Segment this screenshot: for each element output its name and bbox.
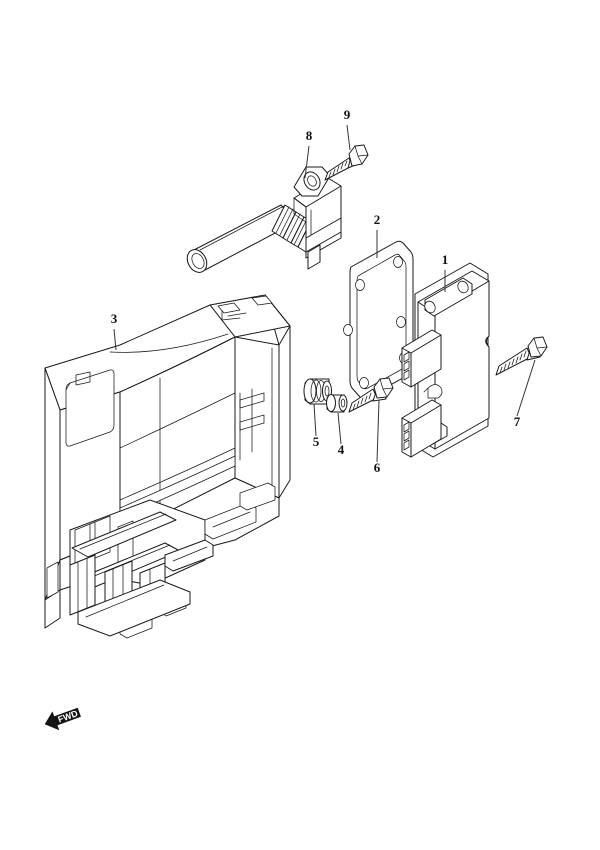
callout-2: 2 <box>374 212 381 258</box>
callout-5: 5 <box>313 403 320 449</box>
callout-9-label: 9 <box>344 107 351 122</box>
part-bolt-hex-flange <box>348 377 394 413</box>
callout-7: 7 <box>514 359 536 429</box>
callout-2-label: 2 <box>374 212 381 227</box>
part-housing-assembly <box>44 294 291 639</box>
part-ignition-coil <box>186 166 342 273</box>
callout-6: 6 <box>374 399 381 475</box>
callout-1-label: 1 <box>442 252 449 267</box>
cdi-connector-upper <box>401 329 442 388</box>
cdi-connector-lower <box>401 399 442 458</box>
callout-3: 3 <box>111 311 118 351</box>
callout-8: 8 <box>304 128 313 179</box>
callout-8-label: 8 <box>306 128 313 143</box>
part-cdi-unit <box>401 262 490 458</box>
fwd-arrow-icon <box>44 707 81 731</box>
part-bolt-hex-short <box>324 144 369 181</box>
callout-1: 1 <box>442 252 449 292</box>
callout-3-label: 3 <box>111 311 118 326</box>
callout-7-label: 7 <box>514 414 521 429</box>
callout-4: 4 <box>337 412 345 457</box>
callout-5-label: 5 <box>313 434 320 449</box>
callout-4-label: 4 <box>338 442 345 457</box>
callout-9: 9 <box>344 107 351 151</box>
part-bushing <box>326 394 348 413</box>
housing-lower-bracket <box>69 499 214 639</box>
part-bolt-flange-long <box>495 336 548 376</box>
callouts-layer: 1 2 3 4 5 6 7 8 <box>111 107 536 475</box>
callout-6-label: 6 <box>374 460 381 475</box>
